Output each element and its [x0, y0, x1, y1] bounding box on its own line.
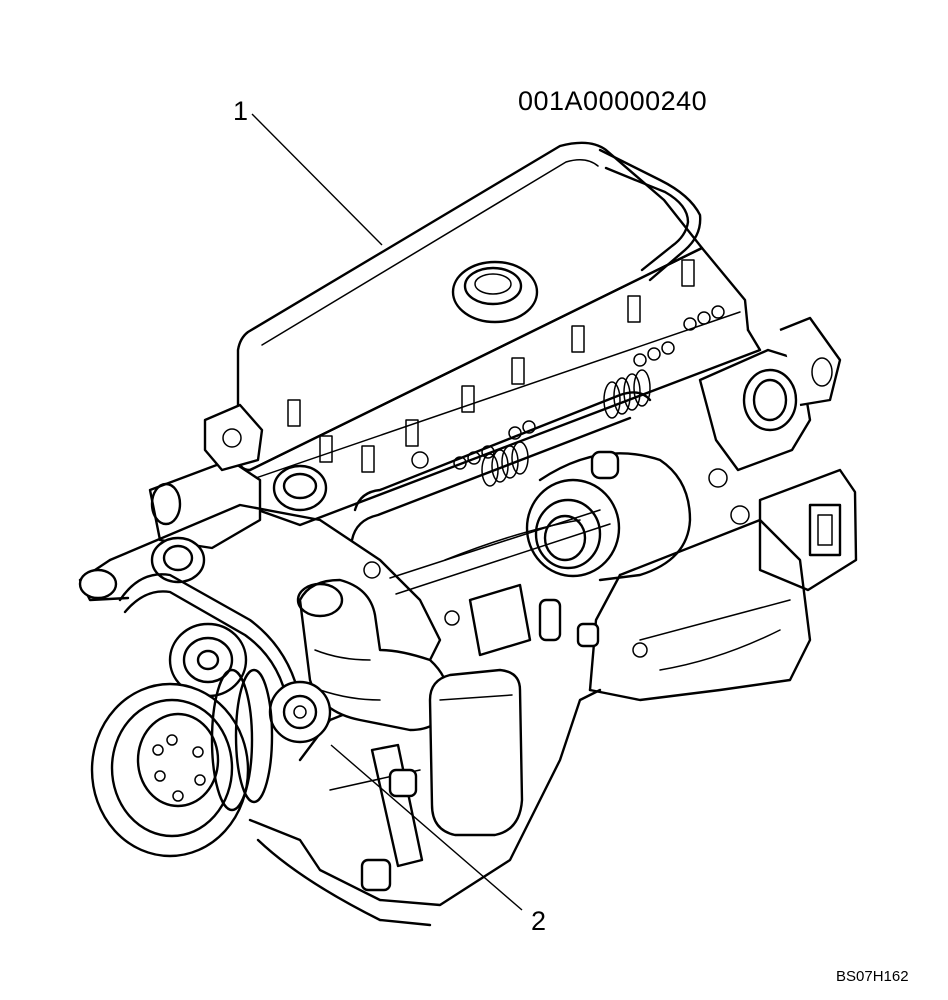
engine-outline	[78, 141, 858, 927]
callout-2: 2	[531, 906, 547, 936]
drawing-code: BS07H162	[836, 968, 909, 985]
callout-1: 1	[233, 96, 249, 126]
leader-line-2	[330, 744, 523, 911]
leader-line-1	[251, 113, 383, 246]
part-number: 001A00000240	[518, 86, 708, 116]
